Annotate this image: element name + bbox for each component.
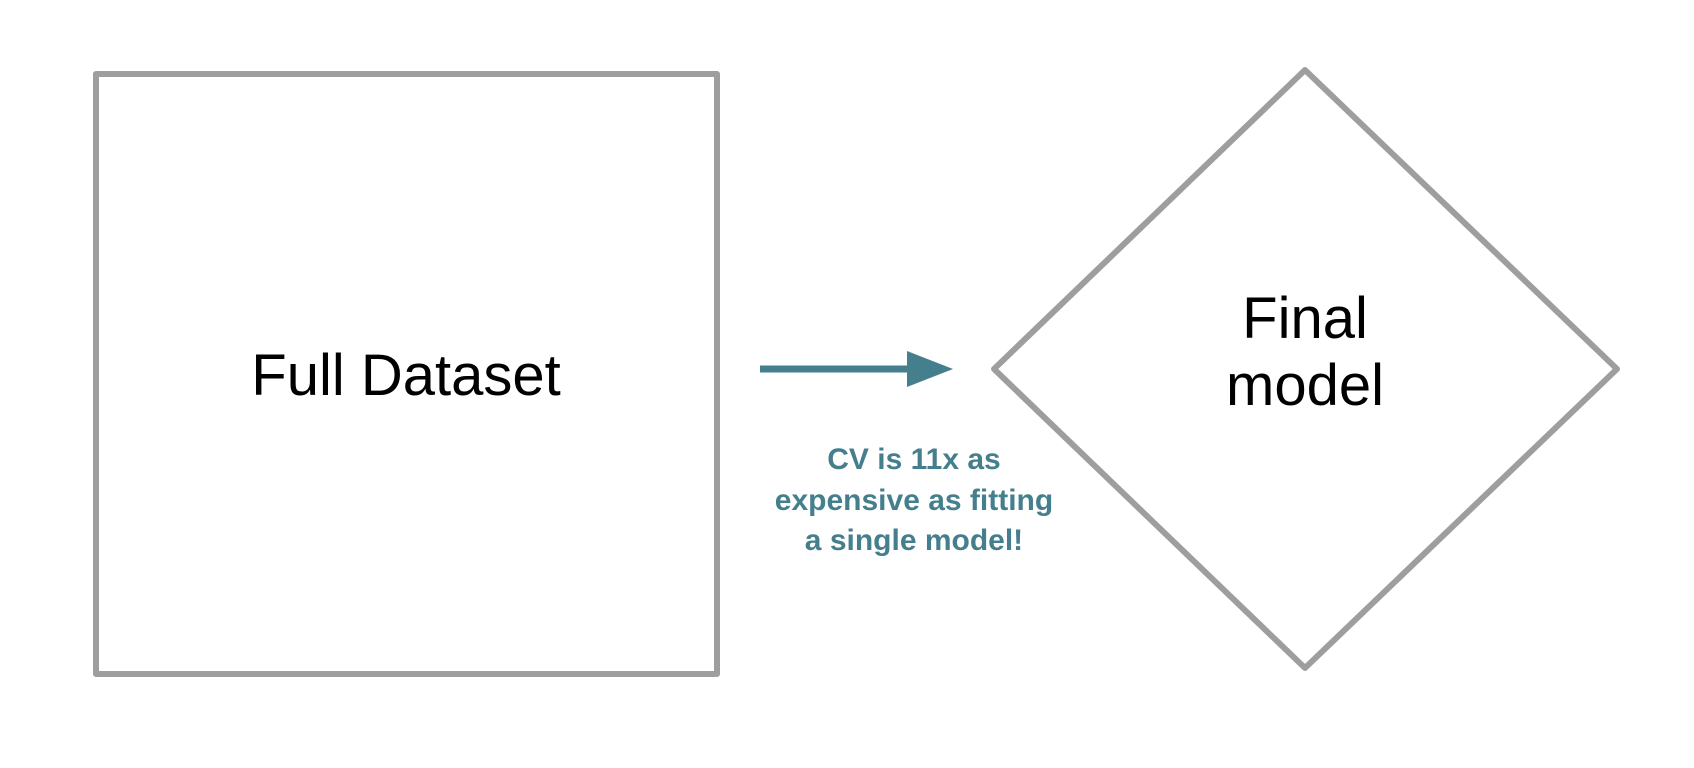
final-model-diamond bbox=[991, 67, 1620, 671]
arrow-head bbox=[907, 351, 953, 387]
cost-annotation-line-1: CV is 11x as bbox=[827, 443, 1000, 476]
final-model-node: Final model bbox=[991, 67, 1620, 671]
cost-annotation-line-2: expensive as fitting bbox=[775, 484, 1053, 517]
final-model-label-line-2: model bbox=[1226, 353, 1384, 418]
full-dataset-node: Full Dataset bbox=[93, 71, 720, 677]
full-dataset-label: Full Dataset bbox=[251, 343, 560, 408]
full-dataset-box bbox=[93, 71, 720, 677]
arrow bbox=[760, 351, 953, 387]
cost-annotation: CV is 11x as expensive as fitting a sing… bbox=[775, 443, 1053, 557]
cost-annotation-line-3: a single model! bbox=[805, 524, 1023, 557]
final-model-label-line-1: Final bbox=[1242, 286, 1368, 351]
